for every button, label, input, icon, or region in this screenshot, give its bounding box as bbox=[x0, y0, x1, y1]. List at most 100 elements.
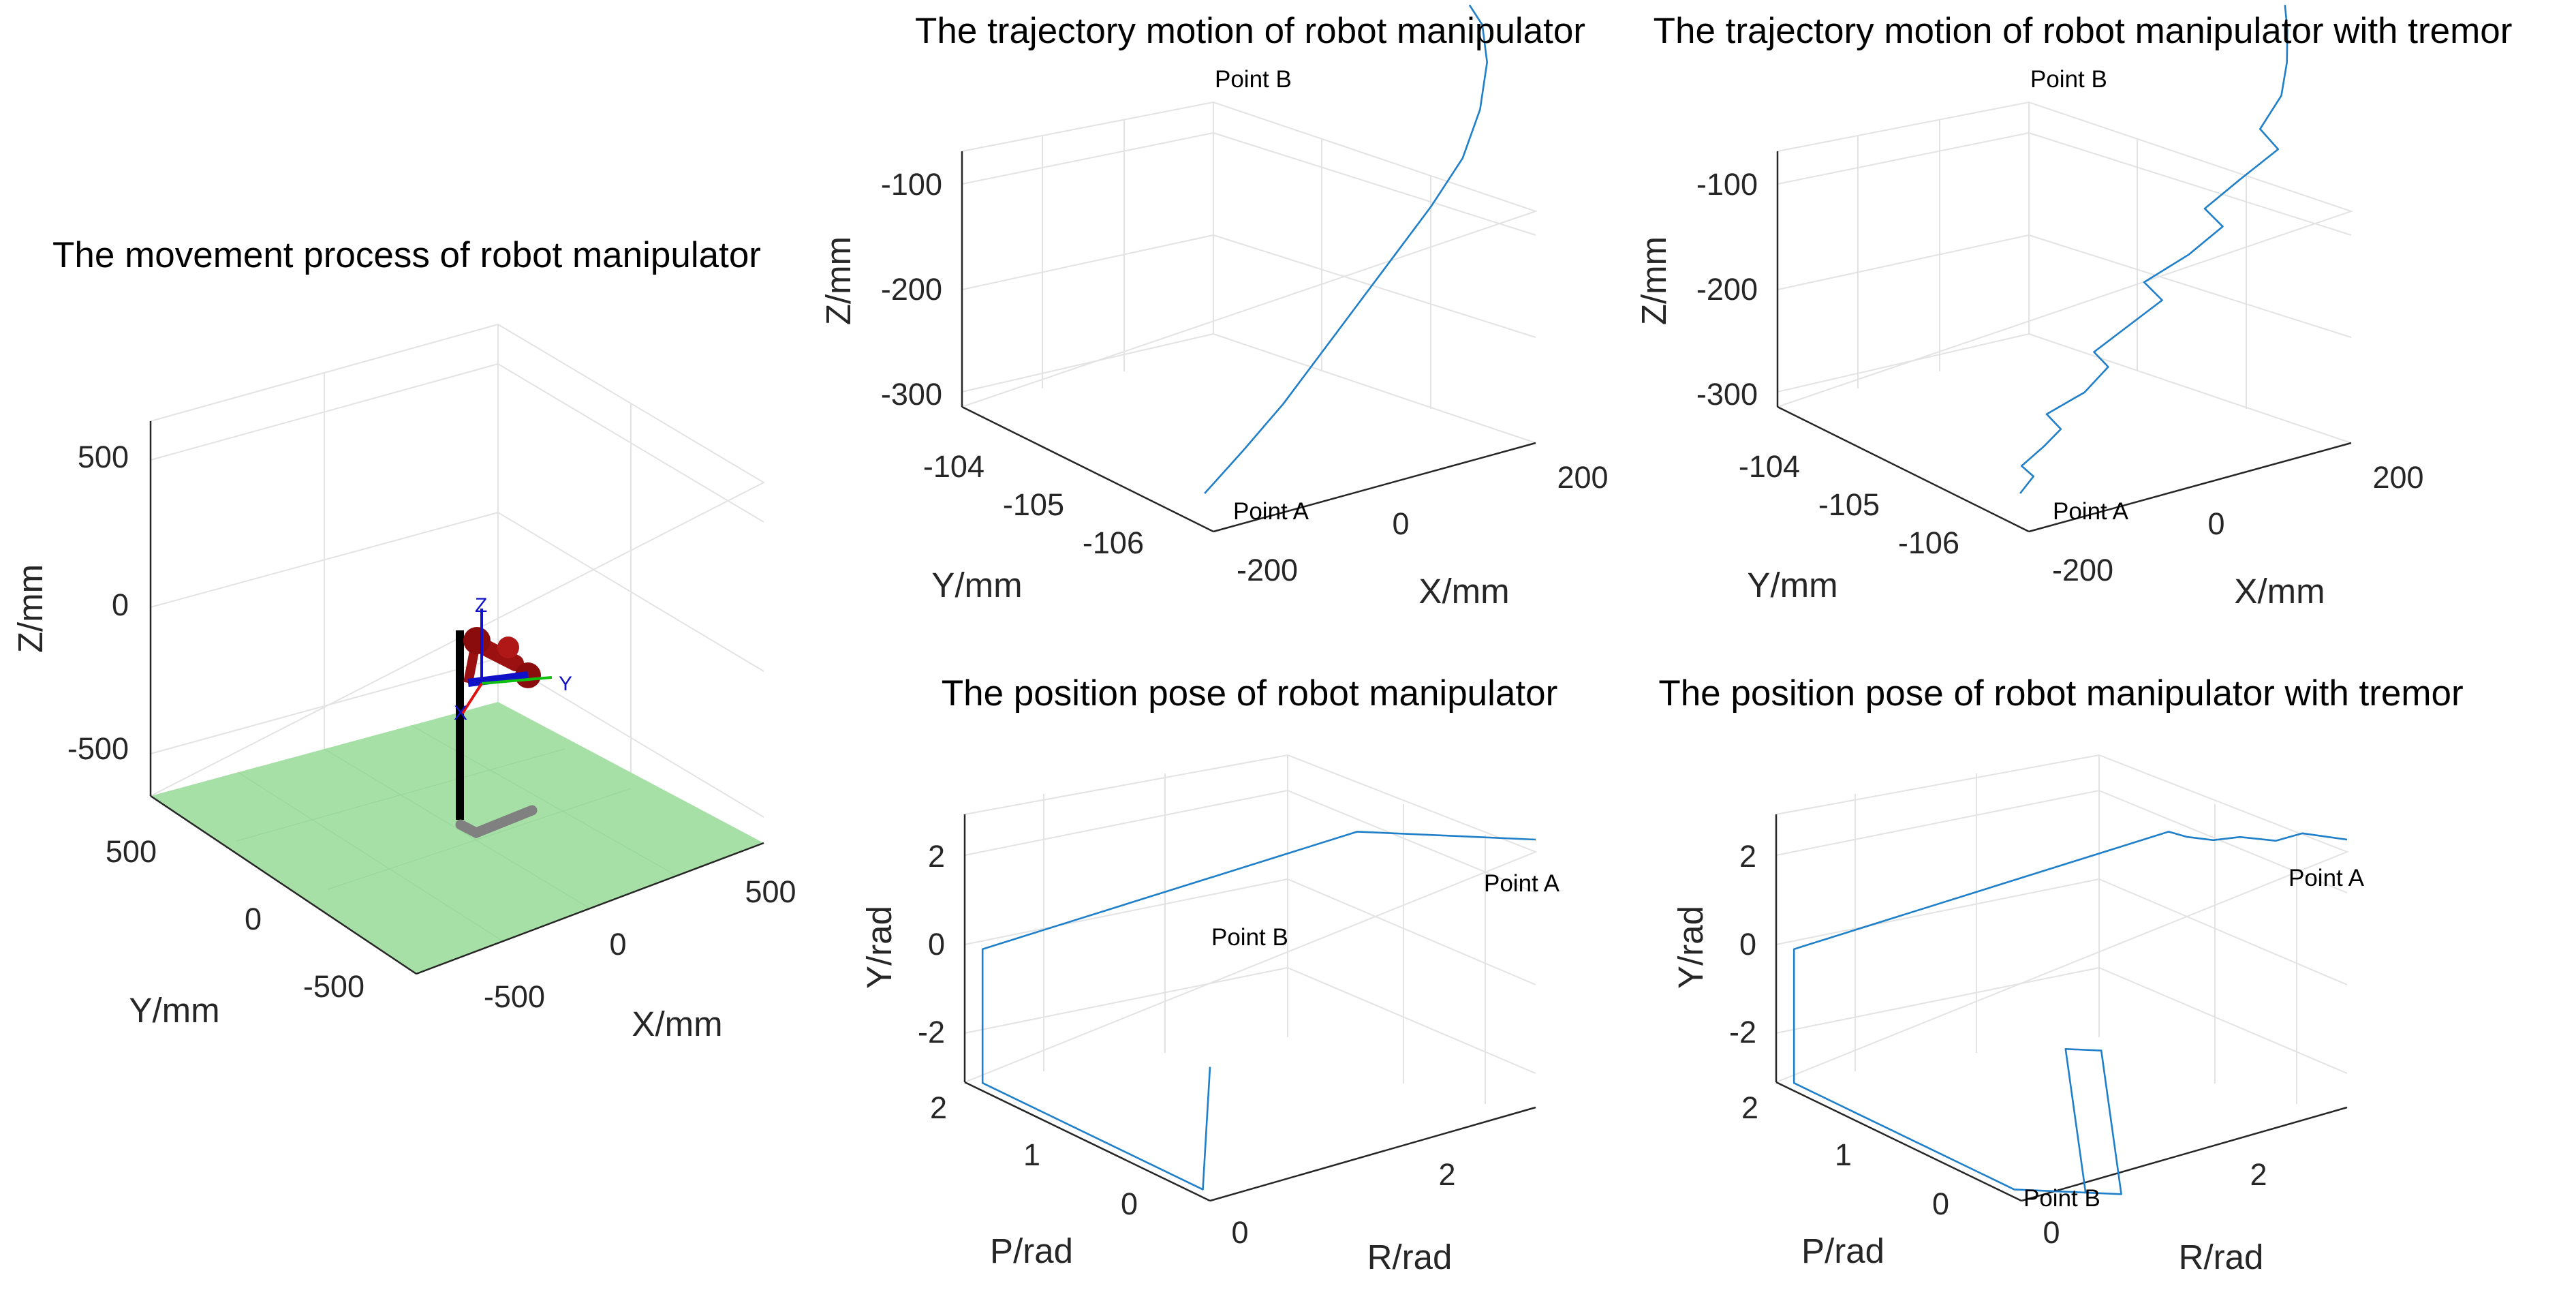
robot-link bbox=[467, 671, 529, 687]
p2-xlabel: X/mm bbox=[1418, 572, 1509, 611]
panel-position-pose: The position pose of robot manipulator Y… bbox=[860, 673, 1560, 1276]
p4-axis-frame bbox=[963, 814, 1536, 1202]
p4-ztick: 2 bbox=[928, 839, 945, 874]
p2-axis-frame bbox=[961, 151, 1536, 533]
p5-ztick: -2 bbox=[1729, 1015, 1756, 1049]
p5-ytick: 2 bbox=[1741, 1090, 1758, 1125]
p3-ytick: -105 bbox=[1818, 487, 1880, 522]
p1-axis-frame bbox=[149, 421, 764, 975]
p4-title: The position pose of robot manipulator bbox=[942, 673, 1558, 714]
p3-ylabel: Y/mm bbox=[1747, 566, 1837, 604]
p1-ytick: 0 bbox=[245, 902, 262, 936]
p5-grid bbox=[1775, 754, 2349, 1104]
panel-position-pose-tremor: The position pose of robot manipulator w… bbox=[1658, 673, 2463, 1276]
p2-title: The trajectory motion of robot manipulat… bbox=[915, 11, 1585, 51]
p1-title: The movement process of robot manipulato… bbox=[52, 235, 761, 275]
p5-xtick: 2 bbox=[2250, 1157, 2267, 1192]
p4-grid bbox=[964, 754, 1538, 1104]
p2-ytick: -106 bbox=[1083, 525, 1144, 560]
p5-annotation-point-a: Point A bbox=[2288, 865, 2365, 891]
robot-base-foot bbox=[455, 805, 538, 839]
p1-xtick: 500 bbox=[745, 874, 796, 909]
p3-axis-frame bbox=[1776, 151, 2352, 533]
frame-label-x: X bbox=[454, 702, 467, 724]
p1-xtick: -500 bbox=[484, 979, 545, 1014]
p5-ytick: 1 bbox=[1835, 1137, 1852, 1172]
p3-ztick: -100 bbox=[1696, 167, 1758, 202]
p5-xlabel: R/rad bbox=[2179, 1238, 2264, 1276]
p5-ztick: 2 bbox=[1739, 839, 1756, 874]
robot-manipulator: Z Y X bbox=[454, 594, 572, 839]
p2-ztick: -100 bbox=[881, 167, 942, 202]
p4-annotation-point-a: Point A bbox=[1484, 870, 1560, 897]
panel-trajectory: The trajectory motion of robot manipulat… bbox=[819, 4, 1609, 611]
p3-grid bbox=[1777, 101, 2354, 444]
p4-annotation-point-b: Point B bbox=[1211, 924, 1288, 951]
p3-xtick: 0 bbox=[2207, 506, 2224, 541]
p1-floor-grid bbox=[236, 724, 677, 942]
p3-annotation-point-b: Point B bbox=[2030, 66, 2107, 93]
p4-ztick: 0 bbox=[928, 927, 945, 962]
p1-ytick: 500 bbox=[106, 834, 157, 869]
p4-ytick: 2 bbox=[930, 1090, 947, 1125]
p3-title: The trajectory motion of robot manipulat… bbox=[1654, 11, 2513, 51]
p1-xlabel: X/mm bbox=[632, 1005, 722, 1043]
p4-series-line bbox=[981, 831, 1536, 1191]
p2-series-line bbox=[1204, 4, 1488, 494]
p2-ylabel: Y/mm bbox=[931, 566, 1022, 604]
p3-ztick: -200 bbox=[1696, 272, 1758, 307]
p3-xtick: 200 bbox=[2372, 460, 2423, 495]
p4-xtick: 0 bbox=[1231, 1215, 1248, 1250]
p2-ztick: -300 bbox=[881, 377, 942, 412]
panel-trajectory-tremor: The trajectory motion of robot manipulat… bbox=[1634, 5, 2512, 611]
p2-grid bbox=[961, 101, 1538, 444]
p5-axis-frame bbox=[1775, 814, 2348, 1202]
p3-xlabel: X/mm bbox=[2234, 572, 2325, 611]
p1-grid bbox=[150, 323, 766, 818]
p5-ylabel: P/rad bbox=[1801, 1231, 1884, 1270]
p3-ytick: -106 bbox=[1898, 525, 1959, 560]
p2-ztick: -200 bbox=[881, 272, 942, 307]
p1-ztick: -500 bbox=[67, 731, 129, 766]
p1-ytick: -500 bbox=[303, 969, 364, 1004]
frame-y-arrow bbox=[481, 676, 553, 685]
p3-ytick: -104 bbox=[1739, 449, 1800, 484]
p2-zlabel: Z/mm bbox=[819, 236, 858, 325]
p5-series-line bbox=[1793, 831, 2348, 1195]
robot-base-column bbox=[456, 630, 464, 820]
p2-xtick: -200 bbox=[1237, 553, 1298, 587]
p5-title: The position pose of robot manipulator w… bbox=[1658, 673, 2463, 714]
frame-label-y: Y bbox=[559, 673, 572, 695]
p1-xtick: 0 bbox=[609, 927, 626, 962]
p1-ylabel: Y/mm bbox=[129, 991, 219, 1030]
p4-ylabel: P/rad bbox=[990, 1231, 1073, 1270]
p5-xtick: 0 bbox=[2043, 1215, 2060, 1250]
p1-ztick: 0 bbox=[112, 587, 129, 622]
p2-xtick: 0 bbox=[1392, 506, 1409, 541]
p3-zlabel: Z/mm bbox=[1634, 236, 1673, 325]
p3-xtick: -200 bbox=[2052, 553, 2113, 587]
p5-zlabel: Y/rad bbox=[1671, 906, 1710, 989]
p4-ztick: -2 bbox=[918, 1015, 945, 1049]
panel-movement-process: Z Y X The movement process of robot mani… bbox=[11, 235, 796, 1043]
p4-xtick: 2 bbox=[1438, 1157, 1455, 1192]
robot-joint bbox=[463, 627, 491, 654]
p1-ztick: 500 bbox=[78, 440, 129, 474]
p2-annotation-point-a: Point A bbox=[1233, 498, 1309, 525]
robot-joint bbox=[497, 637, 519, 658]
p2-ytick: -105 bbox=[1003, 487, 1064, 522]
p4-ytick: 1 bbox=[1023, 1137, 1040, 1172]
p5-ytick: 0 bbox=[1932, 1186, 1949, 1221]
p2-ytick: -104 bbox=[923, 449, 984, 484]
p1-floor-plane bbox=[151, 702, 764, 974]
frame-x-arrow bbox=[461, 682, 483, 716]
p4-ytick: 0 bbox=[1121, 1186, 1138, 1221]
p4-xlabel: R/rad bbox=[1367, 1238, 1453, 1276]
p3-ztick: -300 bbox=[1696, 377, 1758, 412]
p2-annotation-point-b: Point B bbox=[1215, 66, 1292, 93]
p2-xtick: 200 bbox=[1557, 460, 1608, 495]
p3-series-line bbox=[2019, 5, 2288, 494]
p5-annotation-point-b: Point B bbox=[2023, 1185, 2100, 1212]
frame-label-z: Z bbox=[475, 594, 487, 617]
